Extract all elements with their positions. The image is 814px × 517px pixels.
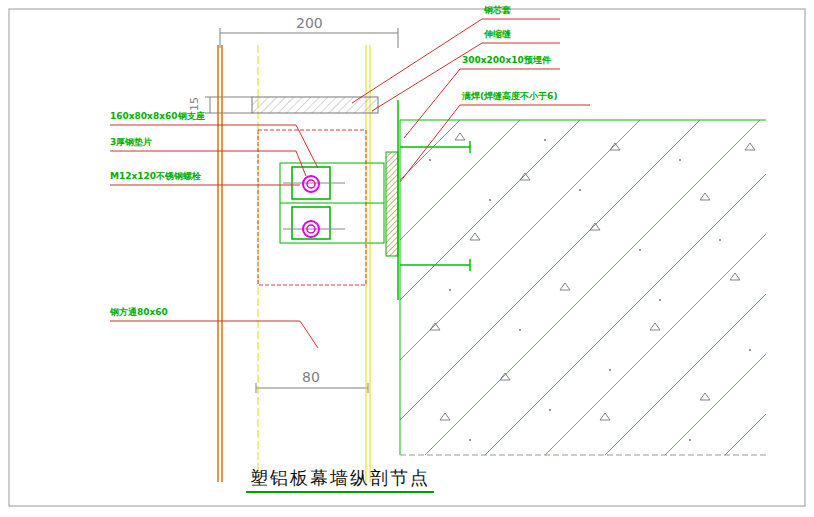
dimension-text: 200 — [296, 16, 323, 31]
callout-label: 钢方通80x60 — [110, 308, 168, 318]
callout-label: 满焊(焊缝高度不小于6) — [462, 92, 558, 102]
callout-label: M12x120不锈钢螺栓 — [110, 172, 201, 182]
dimension-text: 80 — [302, 370, 320, 385]
callout-label: 300x200x10预埋件 — [462, 56, 551, 66]
callout-label: 3厚钢垫片 — [110, 138, 152, 148]
callout-label: 160x80x8x60钢支座 — [110, 112, 205, 122]
callout-label: 钢芯套 — [484, 6, 511, 16]
drawing-caption: 塑铝板幕墙纵剖节点 — [246, 466, 434, 493]
callout-label: 伸缩缝 — [484, 30, 511, 40]
dimension-text: 15 — [189, 97, 201, 111]
